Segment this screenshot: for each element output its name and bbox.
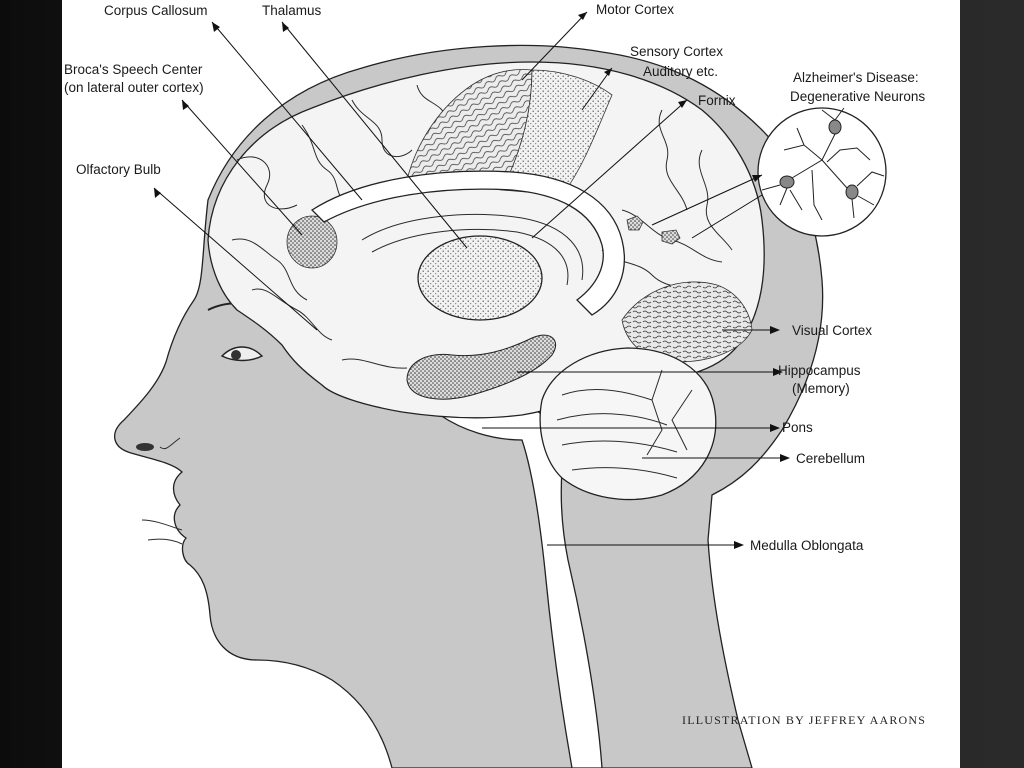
- label-alzheimers-sub: Degenerative Neurons: [790, 89, 925, 104]
- label-thalamus: Thalamus: [262, 3, 322, 18]
- corpus-callosum: [310, 170, 626, 316]
- label-sensory-cortex: Sensory Cortex: [630, 44, 723, 59]
- leader-lines: [153, 11, 784, 546]
- spinal-cord: [438, 407, 603, 768]
- label-motor-cortex: Motor Cortex: [596, 2, 674, 17]
- cerebellum-region: [539, 347, 717, 501]
- nostril: [136, 443, 154, 451]
- label-broca-sub: (on lateral outer cortex): [64, 80, 204, 95]
- label-hippocampus-sub: (Memory): [792, 381, 850, 396]
- label-broca: Broca's Speech Center: [64, 62, 203, 77]
- label-sensory-cortex-sub: Auditory etc.: [643, 64, 718, 79]
- brain-diagram: Corpus Callosum Thalamus Motor Cortex Se…: [64, 2, 926, 768]
- broca-area: [286, 215, 338, 269]
- alzheimer-spot: [661, 229, 681, 245]
- label-visual-cortex: Visual Cortex: [792, 323, 872, 338]
- label-corpus-callosum: Corpus Callosum: [104, 3, 208, 18]
- alzheimer-spot: [626, 215, 644, 231]
- cerebellum-folia: [556, 369, 693, 479]
- label-cerebellum: Cerebellum: [796, 451, 865, 466]
- label-hippocampus: Hippocampus: [778, 363, 861, 378]
- nose-line: [159, 437, 181, 450]
- arrowheads: [154, 12, 790, 549]
- label-olfactory-bulb: Olfactory Bulb: [76, 162, 161, 177]
- thalamus-region: [417, 235, 543, 321]
- fornix: [361, 214, 584, 281]
- sensory-cortex-region: [501, 69, 613, 196]
- label-fornix: Fornix: [698, 93, 736, 108]
- label-medulla: Medulla Oblongata: [750, 538, 864, 553]
- slide: Corpus Callosum Thalamus Motor Cortex Se…: [62, 0, 960, 768]
- label-alzheimers: Alzheimer's Disease:: [793, 70, 919, 85]
- alzheimers-inset: [757, 107, 887, 237]
- neuron-icon: [761, 107, 885, 221]
- hippocampus-region: [406, 334, 557, 400]
- illustration-credit: ILLUSTRATION BY JEFFREY AARONS: [682, 713, 926, 727]
- pupil: [231, 350, 241, 360]
- mouth: [141, 519, 183, 545]
- label-pons: Pons: [782, 420, 813, 435]
